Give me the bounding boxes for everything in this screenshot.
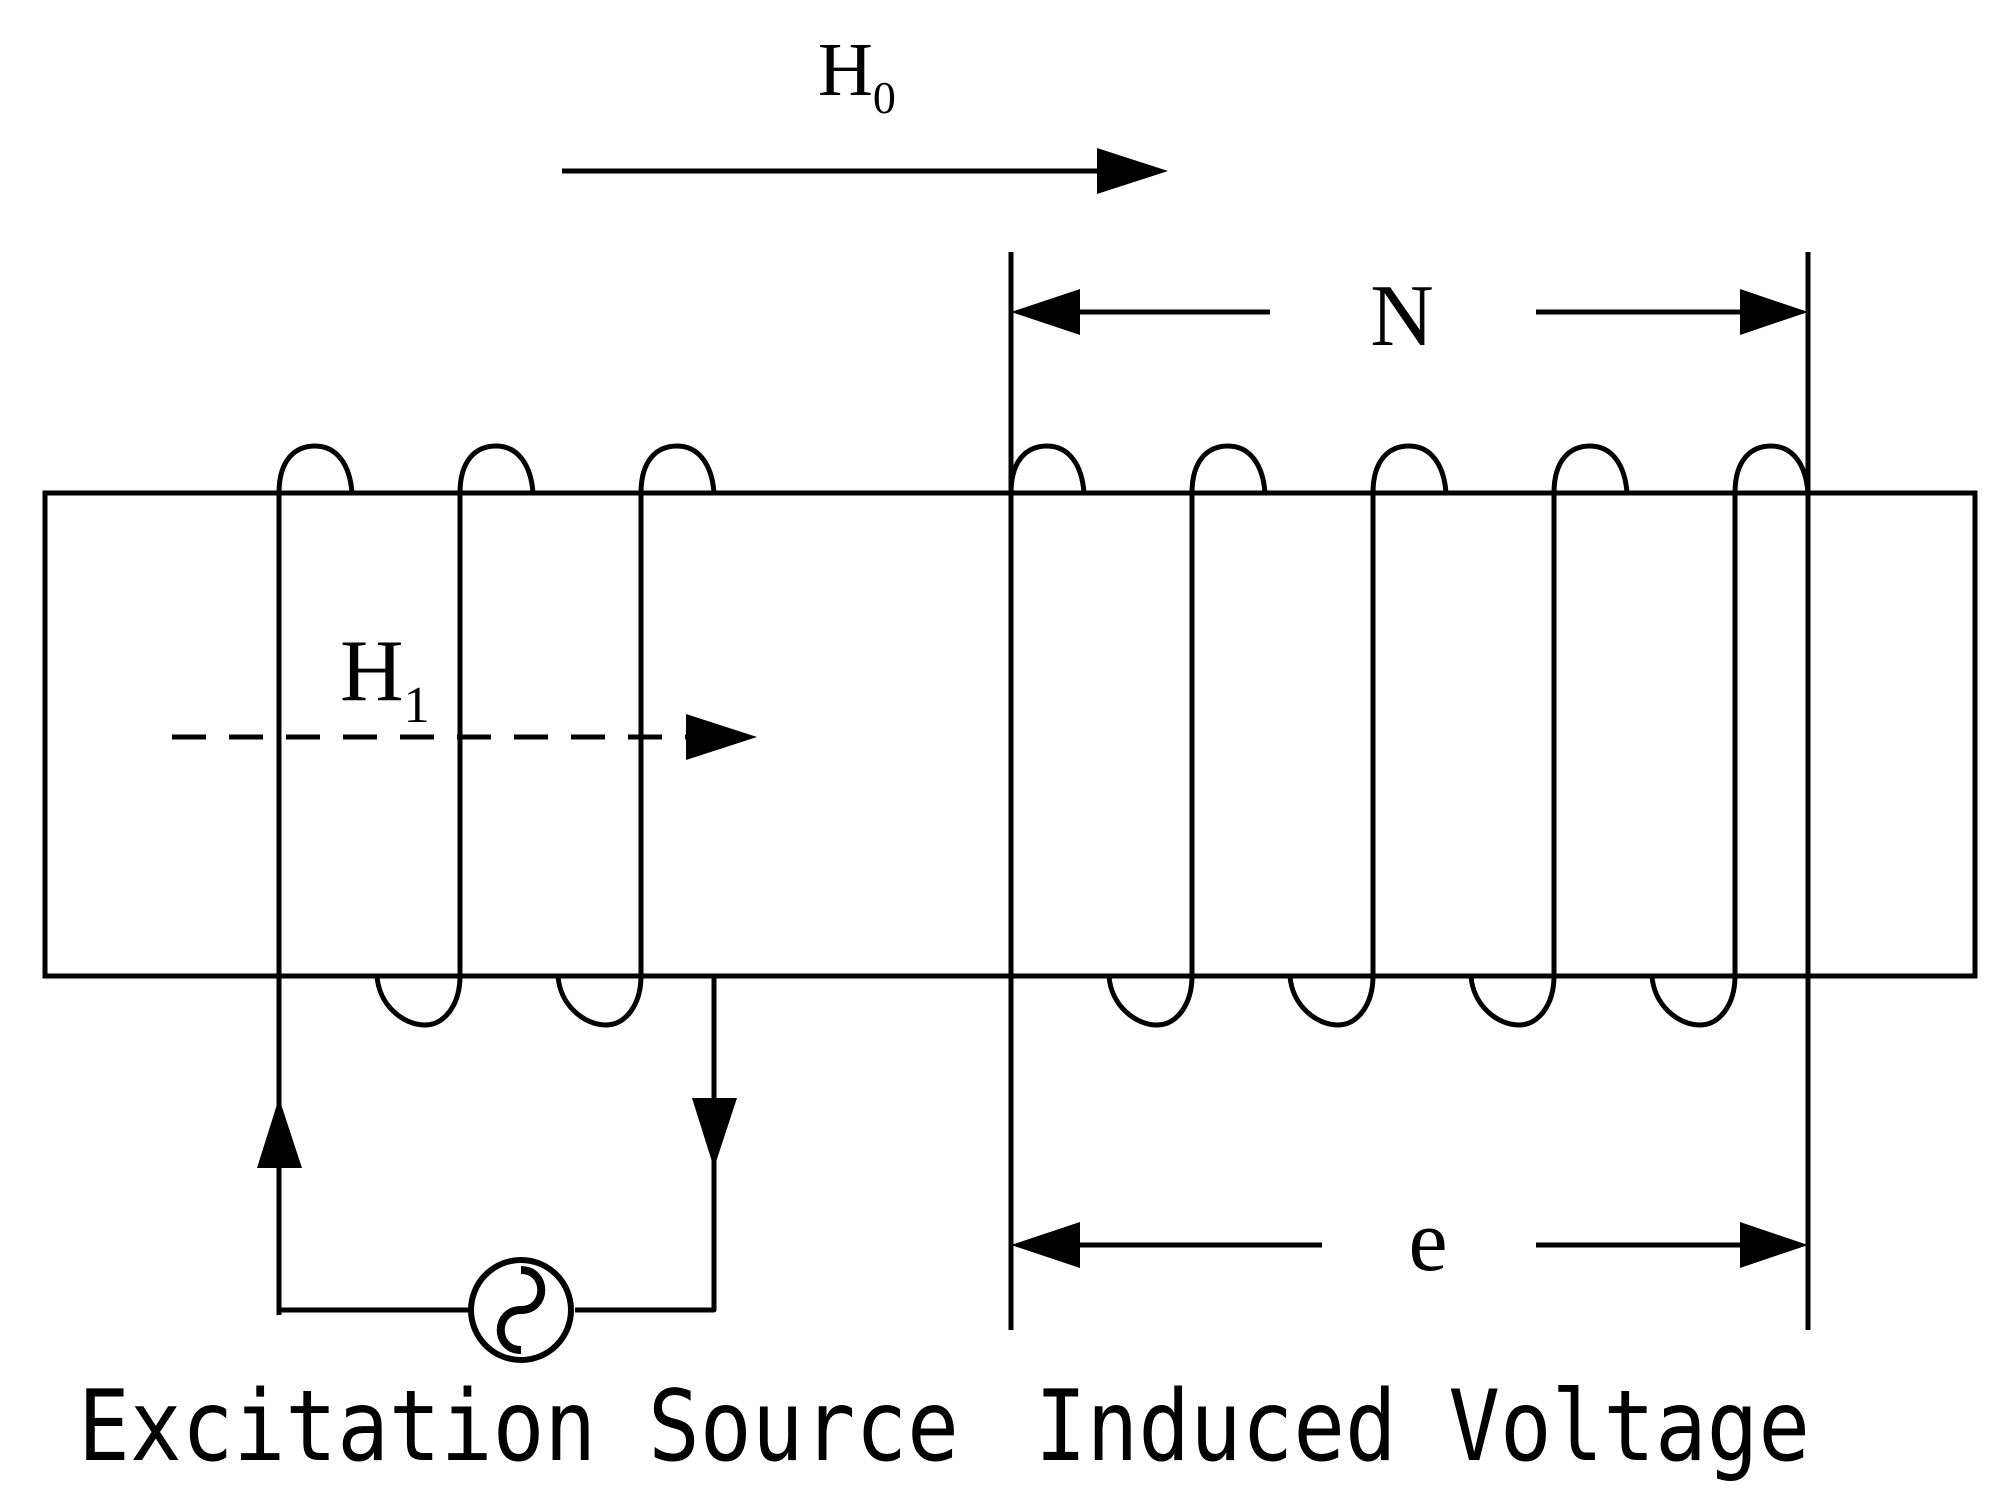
- ac-source-icon: [468, 1257, 574, 1363]
- h1-label: H1: [340, 623, 430, 734]
- sensing-coil: [1008, 443, 1811, 1028]
- induced-voltage-caption: Induced Voltage: [1035, 1370, 1810, 1484]
- h0-field-arrow: [562, 148, 1168, 194]
- h0-label: H0: [818, 28, 896, 123]
- turns-label: N: [1370, 268, 1434, 365]
- turns-dimension: [1008, 252, 1811, 1330]
- h0-label-subscript: 0: [873, 72, 896, 123]
- emf-dimension: [1011, 1222, 1808, 1268]
- emf-label: e: [1408, 1193, 1447, 1290]
- excitation-coil: [276, 443, 717, 1315]
- h1-field-arrow: [172, 714, 757, 760]
- excitation-source-caption: Excitation Source: [78, 1370, 959, 1484]
- excitation-current-down-arrow: [692, 1098, 737, 1168]
- h1-label-main: H: [340, 623, 404, 720]
- h0-label-main: H: [818, 28, 873, 112]
- h1-label-subscript: 1: [404, 677, 430, 734]
- excitation-current-up-arrow: [257, 1098, 302, 1168]
